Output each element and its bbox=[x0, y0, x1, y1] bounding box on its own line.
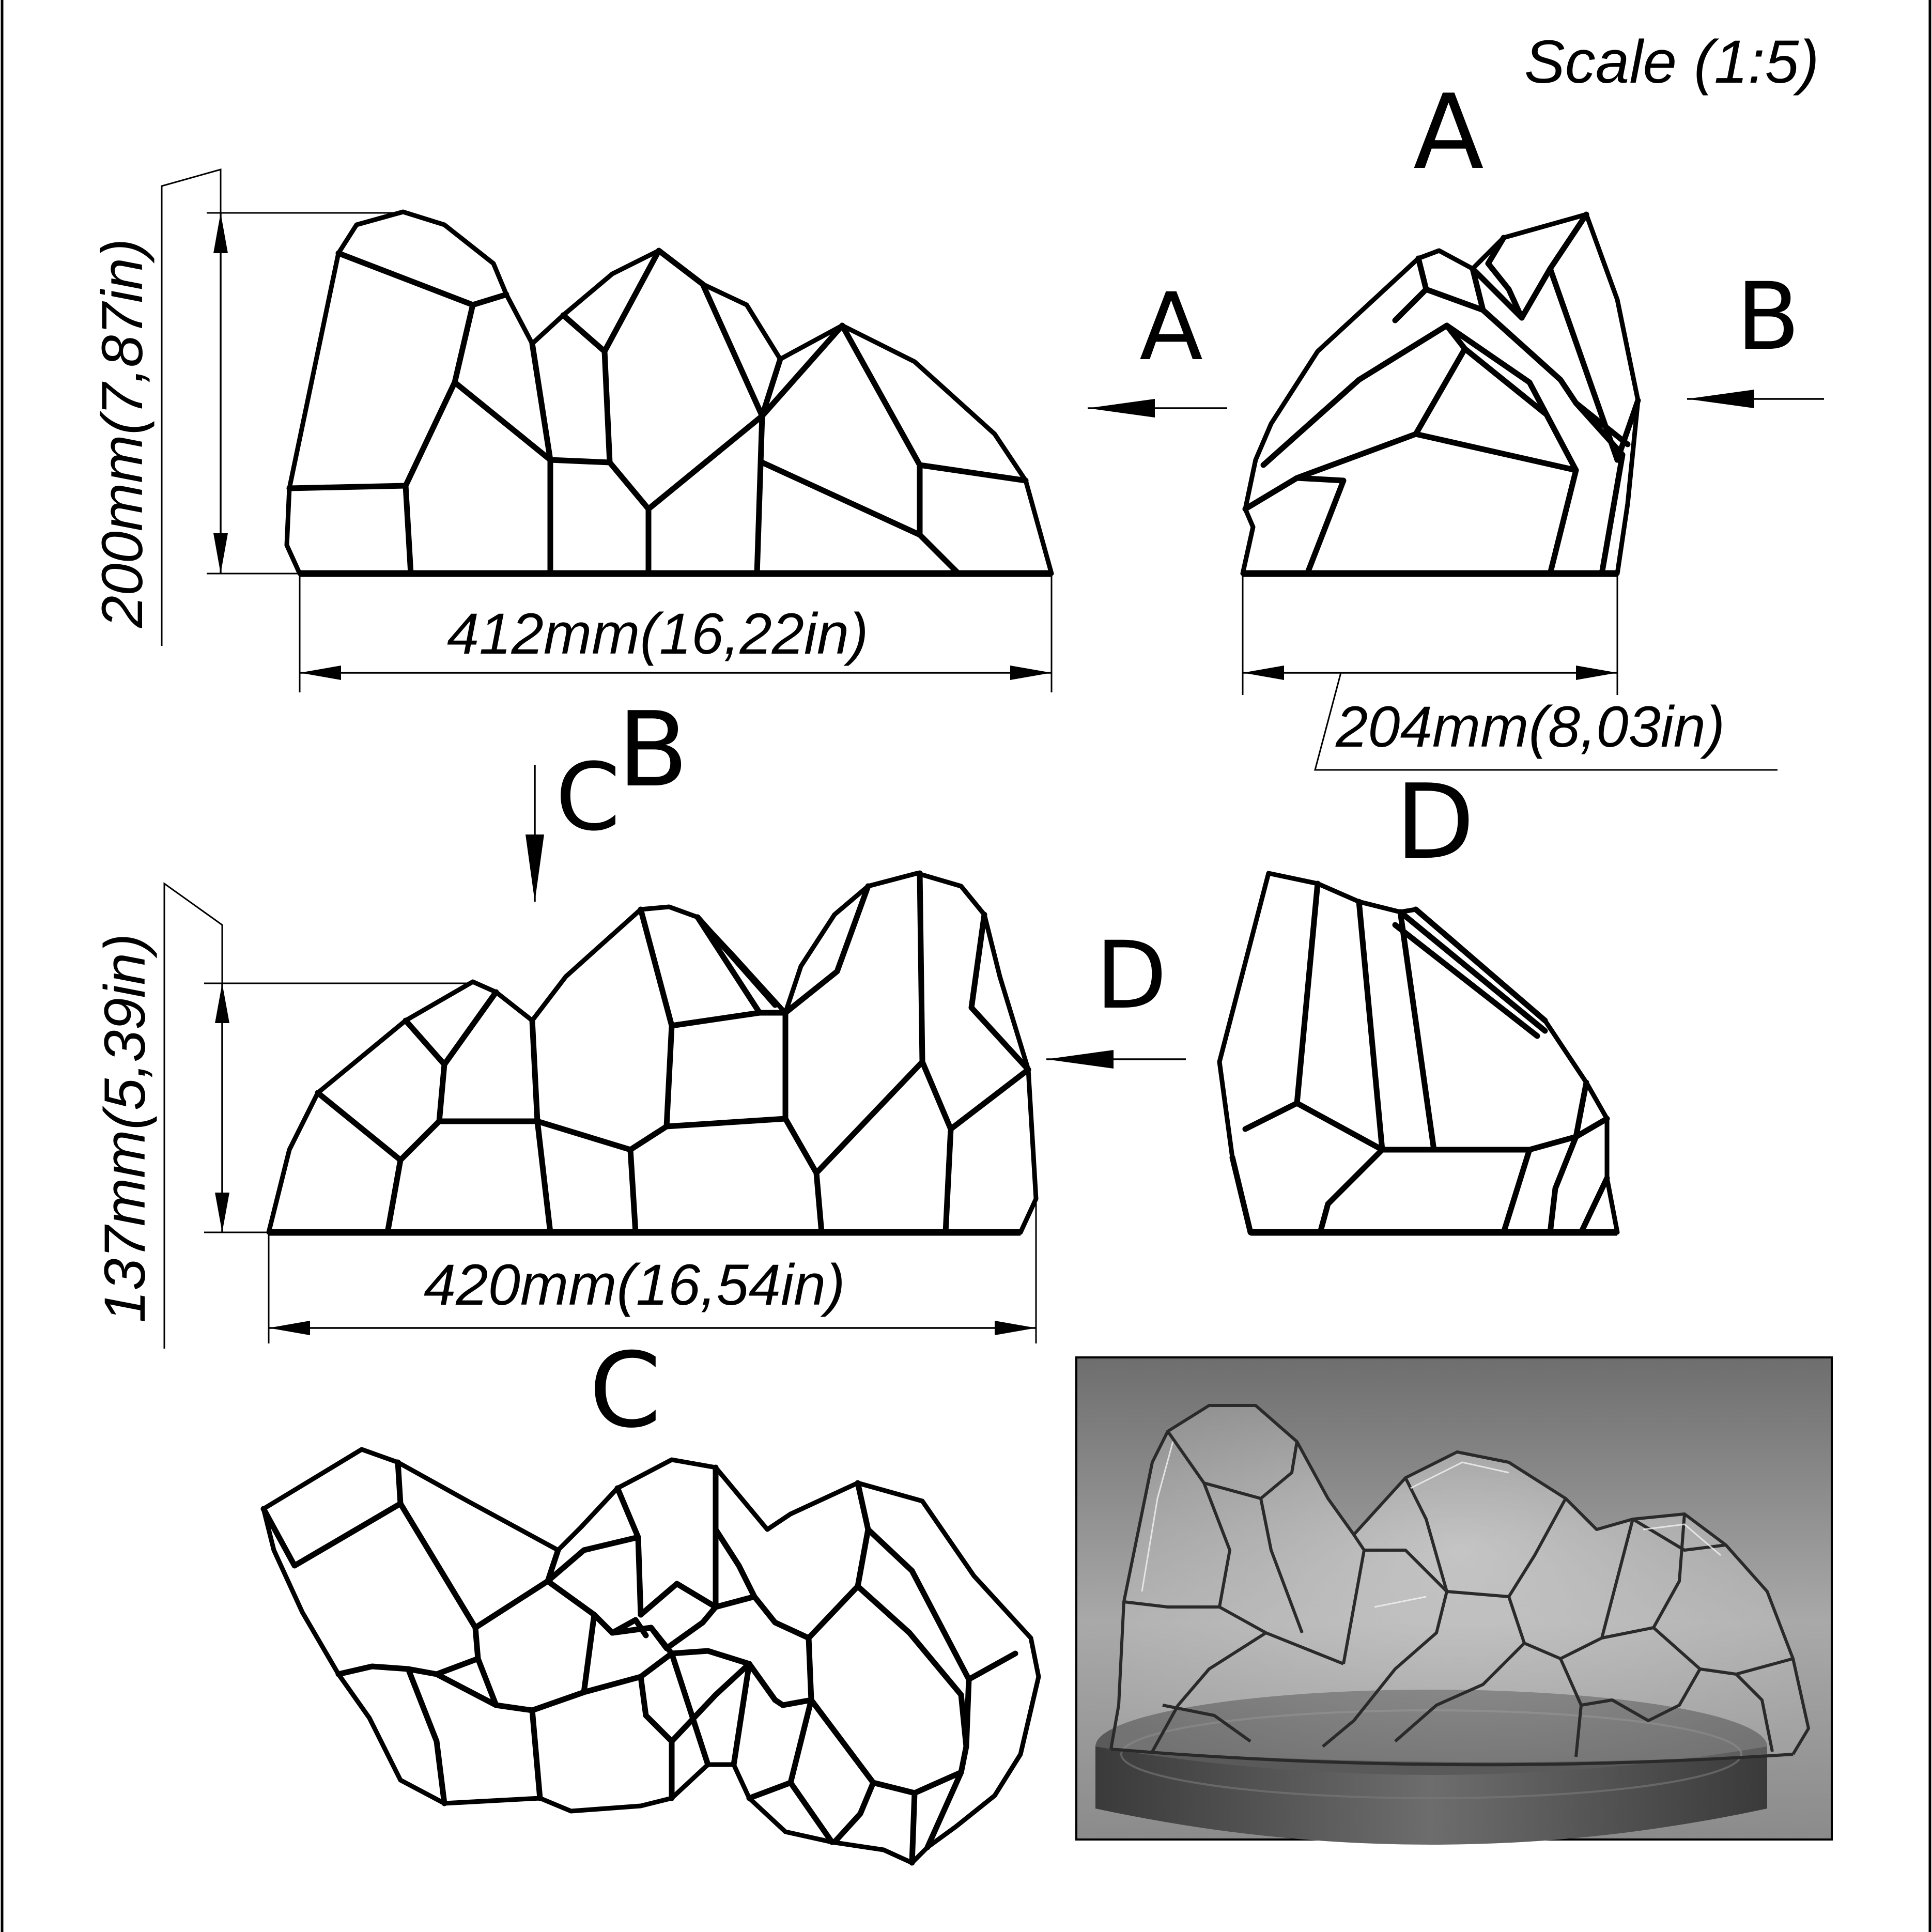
arrow-b-letter: B bbox=[1736, 263, 1800, 371]
side-b-height-label: 137mm(5,39in) bbox=[92, 934, 157, 1323]
side-a-width-label: 204mm(8,03in) bbox=[1335, 694, 1725, 759]
side-d-title: D bbox=[1395, 762, 1475, 883]
render-image bbox=[1075, 1356, 1833, 1845]
side-b-height-arrow-top bbox=[215, 983, 229, 1023]
front-height-label: 200mm(7,87in) bbox=[90, 239, 154, 628]
view-arrow-b: B bbox=[1687, 263, 1824, 408]
side-b-title: B bbox=[617, 690, 688, 810]
side-view-a: A 204mm(8,03in) bbox=[1240, 72, 1778, 771]
arrow-c-letter: C bbox=[555, 744, 621, 852]
front-width-arrow-right bbox=[1010, 666, 1052, 680]
side-a-facets bbox=[1242, 211, 1641, 577]
side-a-width-leader bbox=[1314, 672, 1778, 771]
side-b-height-arrow-bottom bbox=[215, 1193, 229, 1232]
front-width-label: 412mm(16,22in) bbox=[447, 601, 869, 666]
top-c-title: C bbox=[589, 1331, 661, 1451]
arrow-a-letter: A bbox=[1139, 273, 1203, 381]
front-view-outline bbox=[284, 209, 1054, 576]
front-view-facets bbox=[286, 248, 1029, 577]
front-height-arrow-top bbox=[213, 213, 228, 253]
render-glass-leading bbox=[1109, 1404, 1810, 1767]
side-d-facets bbox=[1229, 880, 1610, 1235]
arrow-d-head bbox=[1046, 1050, 1114, 1069]
side-b-height-leader bbox=[163, 882, 223, 1349]
side-b-width-arrow-right bbox=[995, 1321, 1036, 1335]
render-glass-highlights bbox=[1141, 1441, 1721, 1608]
side-view-b: B 137mm(5 bbox=[92, 690, 1039, 1349]
side-a-title: A bbox=[1413, 72, 1484, 193]
arrow-b-head bbox=[1687, 390, 1754, 408]
scale-label: Scale (1:5) bbox=[1524, 28, 1819, 96]
front-height-arrow-bottom bbox=[213, 533, 228, 574]
side-b-width-arrow-left bbox=[269, 1321, 310, 1335]
side-b-width-label: 420mm(16,54in) bbox=[424, 1253, 845, 1317]
top-c-outline bbox=[261, 1447, 1041, 1865]
view-arrow-d: D bbox=[1046, 922, 1186, 1069]
side-b-facets bbox=[315, 870, 1031, 1235]
arrow-c-head bbox=[525, 834, 544, 902]
front-view: 200mm(7,87in) 412mm(16,22in) bbox=[90, 168, 1054, 692]
top-view-c: C bbox=[260, 1331, 1041, 1866]
top-c-facets bbox=[260, 1459, 1018, 1866]
view-arrow-c: C bbox=[525, 744, 621, 902]
side-a-width-arrow-left bbox=[1243, 666, 1284, 680]
side-a-width-arrow-right bbox=[1576, 666, 1617, 680]
front-width-arrow-left bbox=[300, 666, 341, 680]
side-a-outline bbox=[1240, 212, 1641, 576]
arrow-a-head bbox=[1088, 399, 1155, 418]
view-arrow-a: A bbox=[1088, 273, 1227, 418]
arrow-d-letter: D bbox=[1095, 922, 1167, 1030]
render-glass-body bbox=[1111, 1405, 1809, 1763]
side-view-d: D bbox=[1217, 762, 1620, 1236]
front-height-leader bbox=[161, 168, 222, 646]
render-base-side bbox=[1095, 1746, 1767, 1845]
